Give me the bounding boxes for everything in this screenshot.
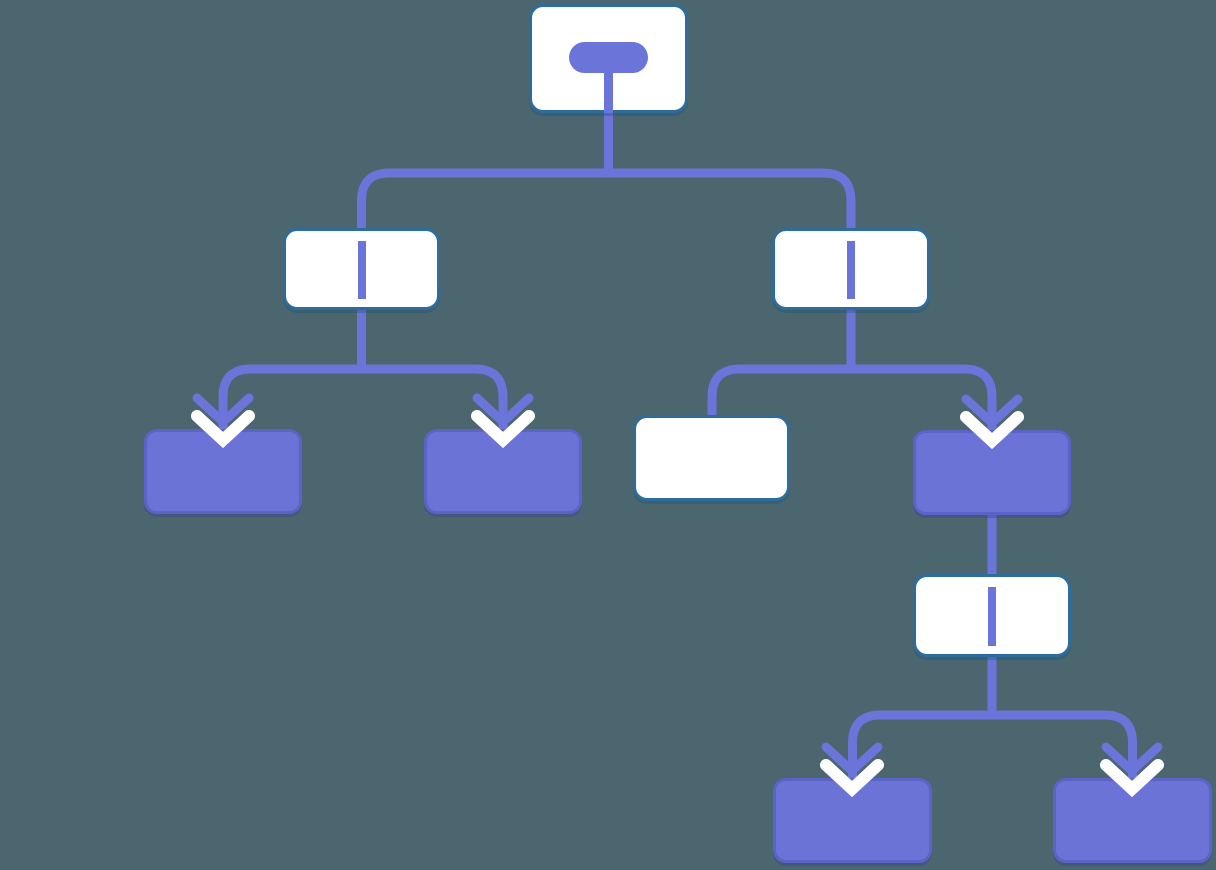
edge-root-branches xyxy=(357,168,856,230)
vertical-bar-icon xyxy=(357,241,366,299)
double-chevron-down-icon xyxy=(1100,742,1164,798)
node-branch-left[interactable] xyxy=(283,228,440,310)
double-chevron-down-icon xyxy=(191,393,255,449)
root-stem-line xyxy=(604,69,613,113)
node-root[interactable] xyxy=(529,4,688,113)
double-chevron-down-icon xyxy=(471,393,535,449)
double-chevron-down-icon xyxy=(820,742,884,798)
vertical-bar-icon xyxy=(988,587,996,646)
node-branch-right[interactable] xyxy=(772,228,930,310)
edge-branchleft-leaves xyxy=(218,364,508,433)
vertical-bar-icon xyxy=(847,241,855,299)
node-plain[interactable] xyxy=(633,415,790,501)
pill-start-icon xyxy=(569,42,648,73)
double-chevron-down-icon xyxy=(960,394,1024,450)
edge-branchbottom-leaves xyxy=(848,710,1137,782)
node-branch-bottom[interactable] xyxy=(913,574,1071,657)
edge-branchright-children xyxy=(707,364,997,434)
